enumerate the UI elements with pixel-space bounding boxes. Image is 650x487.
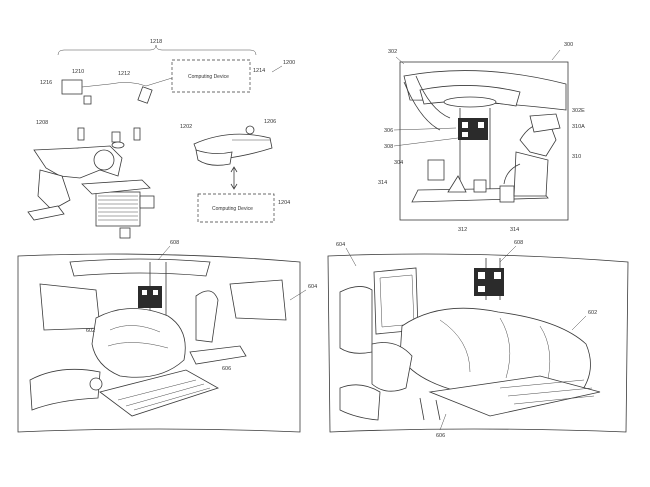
cube-center	[474, 180, 486, 192]
cable-1210	[82, 78, 172, 87]
ceiling-ring	[444, 97, 496, 107]
couch-leg	[120, 228, 130, 238]
qr-marker-608-right-c1	[478, 272, 485, 279]
label-608-right: 608	[514, 240, 523, 246]
couch-control	[140, 196, 154, 208]
qr-marker-corner-2	[478, 122, 484, 128]
label-308: 308	[384, 144, 393, 150]
leader-1200	[272, 66, 282, 72]
label-1200: 1200	[283, 60, 295, 66]
block-left	[428, 160, 444, 180]
qr-marker-608-right-c3	[478, 286, 485, 292]
label-310: 310	[572, 154, 581, 160]
qr-marker-corner-3	[462, 132, 468, 137]
qr-marker-608-left	[138, 286, 162, 308]
brace-1218	[58, 45, 256, 55]
label-1214: 1214	[253, 68, 265, 74]
label-1210: 1210	[72, 69, 84, 75]
treatment-couch	[96, 192, 140, 226]
qr-marker-corner-1	[462, 122, 468, 128]
ceiling-sensor-2	[112, 132, 120, 142]
scene-604-figure: 608 604 602 606	[18, 240, 317, 432]
label-602-left: 602	[86, 328, 95, 334]
label-606-left: 606	[222, 366, 231, 372]
label-304: 304	[394, 160, 403, 166]
system-1200-figure: 1218 1200 Computing Device 1214 1210 121…	[28, 39, 295, 238]
label-1206: 1206	[264, 119, 276, 125]
label-306: 306	[384, 128, 393, 134]
label-1204: 1204	[278, 200, 290, 206]
label-1216: 1216	[40, 80, 52, 86]
floor-plate	[28, 206, 64, 220]
label-314-right: 314	[510, 227, 519, 233]
ceiling-sensor-base	[112, 142, 124, 148]
room-300-figure: 302 300 306 308 304 314 312 314 30	[378, 42, 585, 233]
label-1208: 1208	[36, 120, 48, 126]
leader-300	[552, 50, 560, 60]
computing-device-top-label: Computing Device	[188, 74, 229, 80]
cylinder-604	[90, 378, 102, 390]
device-1212	[138, 87, 152, 104]
label-310a: 310A	[572, 124, 585, 130]
person-torso	[514, 152, 548, 196]
label-606-right: 606	[436, 433, 445, 439]
label-1212: 1212	[118, 71, 130, 77]
sensor-stand-1210	[84, 96, 91, 104]
phantom-arm-606	[372, 343, 412, 392]
sensor-1210	[62, 80, 82, 94]
scene-606-figure: 604 608 602 606	[328, 240, 628, 439]
headset-sensor	[246, 126, 254, 134]
linac-collimator	[94, 150, 114, 170]
qr-marker-608-right-c2	[494, 272, 501, 279]
label-1202: 1202	[180, 124, 192, 130]
ceiling-sensor-1	[78, 128, 84, 140]
block-right	[500, 186, 514, 202]
label-302e: 302E	[572, 108, 585, 114]
label-314-left: 314	[378, 180, 387, 186]
qr-marker-608-left-c2	[153, 290, 158, 295]
label-608-left: 608	[170, 240, 179, 246]
qr-marker-608-left-c1	[142, 290, 147, 295]
label-604-right: 604	[336, 242, 345, 248]
label-604-left: 604	[308, 284, 317, 290]
label-602-right: 602	[588, 310, 597, 316]
label-302: 302	[388, 49, 397, 55]
label-1218: 1218	[150, 39, 162, 45]
ceiling-sensor-3	[134, 128, 140, 140]
label-312: 312	[458, 227, 467, 233]
label-300: 300	[564, 42, 573, 48]
computing-device-bottom-label: Computing Device	[212, 206, 253, 212]
